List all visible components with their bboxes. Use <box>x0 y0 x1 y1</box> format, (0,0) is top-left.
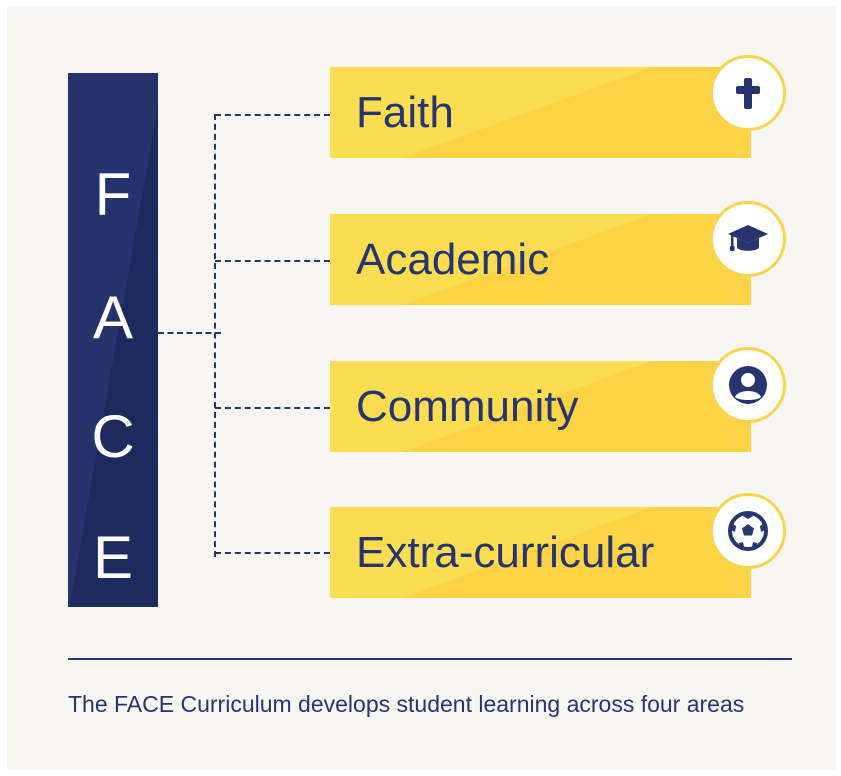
community-badge <box>710 347 786 423</box>
face-letter-c: C <box>91 403 135 470</box>
connector-branch-faith <box>215 114 330 116</box>
area-faith-label: Faith <box>356 88 454 137</box>
soccer-ball-icon <box>728 511 768 551</box>
connector-branch-academic <box>215 260 330 262</box>
area-academic-label: Academic <box>356 235 550 284</box>
diagram-card: F A C E Faith Academic Community <box>7 7 836 769</box>
cross-icon <box>736 78 760 109</box>
graduation-cap-icon <box>728 225 768 251</box>
area-extra-curricular-label: Extra-curricular <box>356 528 655 577</box>
area-academic: Academic <box>330 214 751 305</box>
user-circle-icon <box>729 366 767 404</box>
connector-trunk <box>158 332 221 334</box>
area-extra-curricular: Extra-curricular <box>330 507 751 598</box>
area-community-label: Community <box>356 382 579 431</box>
diagram-caption: The FACE Curriculum develops student lea… <box>68 691 745 717</box>
area-community: Community <box>330 361 751 452</box>
face-acronym-bar: F A C E <box>68 73 158 607</box>
connector-branch-extracurricular <box>215 552 330 554</box>
academic-badge <box>710 201 786 277</box>
divider-rule <box>68 658 792 660</box>
connector-branch-community <box>215 407 330 409</box>
face-letter-f: F <box>94 161 132 228</box>
connector-spine <box>214 114 216 557</box>
faith-badge <box>710 55 786 131</box>
face-letter-e: E <box>92 524 134 591</box>
area-faith: Faith <box>330 67 751 158</box>
face-letter-a: A <box>92 284 134 351</box>
extra-curricular-badge <box>710 493 786 569</box>
